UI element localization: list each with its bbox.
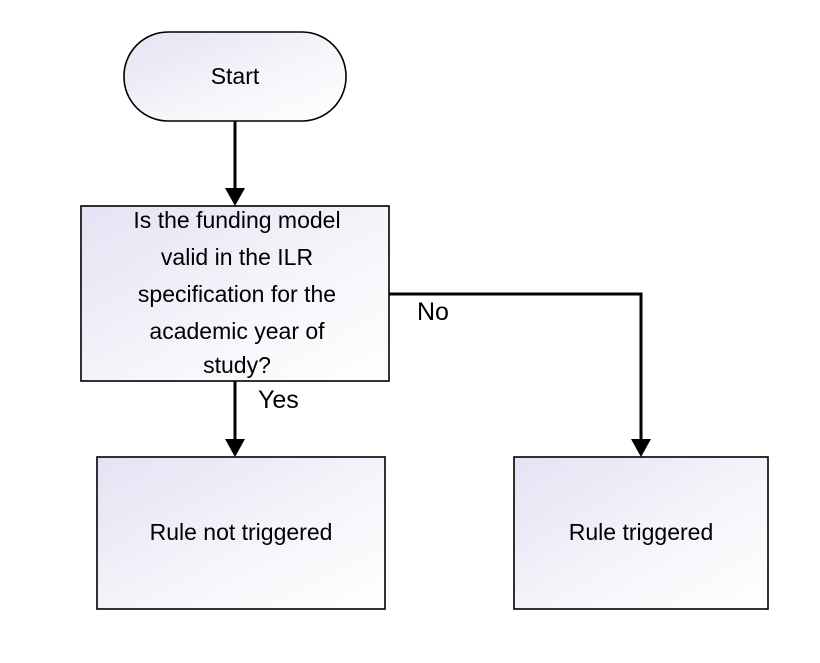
decision-node: Is the funding model valid in the ILR sp… [80, 205, 390, 382]
decision-line-3: specification for the [138, 281, 336, 307]
start-node-label: Start [211, 63, 260, 89]
rule-triggered-node: Rule triggered [513, 456, 769, 610]
start-node: Start [123, 31, 347, 122]
yes-edge-label: Yes [258, 386, 299, 414]
connector-start-to-decision [225, 121, 245, 206]
rule-triggered-label: Rule triggered [569, 519, 713, 545]
decision-line-2: valid in the ILR [161, 244, 313, 270]
decision-line-1: Is the funding model [133, 207, 340, 233]
connector-no: No [389, 292, 651, 457]
arrowhead [631, 439, 651, 457]
decision-line-5: study? [203, 352, 271, 378]
connector-yes: Yes [225, 381, 299, 457]
rule-not-triggered-node: Rule not triggered [96, 456, 386, 610]
no-edge-label: No [417, 298, 449, 326]
rule-not-triggered-label: Rule not triggered [150, 519, 333, 545]
decision-line-4: academic year of [149, 318, 325, 344]
arrowhead [225, 439, 245, 457]
arrowhead [225, 188, 245, 206]
